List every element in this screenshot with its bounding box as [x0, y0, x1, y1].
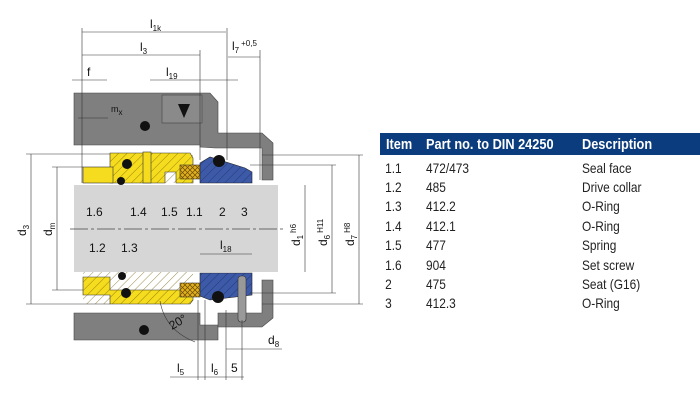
seat [199, 156, 253, 323]
shaft [74, 185, 278, 272]
dim-5: 5 [231, 361, 238, 375]
dim-l1k: l1k [150, 17, 162, 33]
item-cell: 1.3 [385, 198, 402, 215]
parts-table: Item Part no. to DIN 24250 Description 1… [380, 133, 700, 313]
description-cell: Seal face [582, 159, 632, 176]
callout: 2 [219, 205, 226, 219]
table-row: 1.5 477 Spring [380, 236, 700, 255]
dim-d6: d6H11 [316, 218, 332, 246]
part-no-cell: 904 [426, 256, 446, 273]
dim-l6: l6 [211, 361, 219, 377]
part-no-cell: 485 [426, 179, 446, 196]
dim-l18: l18 [220, 238, 232, 254]
item-cell: 1.6 [385, 256, 402, 273]
item-cell: 3 [385, 295, 392, 312]
description-cell: Spring [582, 237, 617, 254]
dim-l19: l19 [166, 65, 178, 81]
callout: 1.2 [89, 241, 106, 255]
dim-d1: d1h6 [289, 223, 305, 246]
dim-d7: d7H8 [343, 222, 359, 246]
o-rings [117, 121, 225, 335]
callout: 1.4 [130, 205, 147, 219]
part-no-cell: 472/473 [426, 159, 470, 176]
item-cell: 2 [385, 276, 392, 293]
table-row: 1.4 412.1 O-Ring [380, 216, 700, 235]
item-cell: 1.2 [385, 179, 402, 196]
table-row: 1.3 412.2 O-Ring [380, 197, 700, 216]
dim-dm: dm [41, 222, 57, 236]
table-header: Item Part no. to DIN 24250 Description [380, 133, 700, 155]
callout: 1.1 [186, 205, 203, 219]
description-cell: O-Ring [582, 198, 620, 215]
part-no-cell: 412.3 [426, 295, 456, 312]
part-no-cell: 475 [426, 276, 446, 293]
item-cell: 1.5 [385, 237, 402, 254]
dim-l3: l3 [140, 40, 148, 56]
table-row: 3 412.3 O-Ring [380, 294, 700, 313]
part-no-cell: 477 [426, 237, 446, 254]
table-row: 1.1 472/473 Seal face [380, 158, 700, 177]
callout: 1.5 [161, 205, 178, 219]
dim-l7: l7+0,5 [232, 39, 257, 55]
flow-arrow-icon [178, 104, 190, 118]
dim-l5: l5 [177, 361, 185, 377]
seal-cross-section-drawing: l1k l3 l7+0,5 l19 f mx d3 dm d1h6 d6H11 … [15, 17, 363, 380]
table-row: 1.6 904 Set screw [380, 255, 700, 274]
description-cell: Drive collar [582, 179, 642, 196]
description-cell: O-Ring [582, 295, 620, 312]
dim-d3: d3 [15, 224, 31, 236]
callout: 1.6 [86, 205, 103, 219]
header-item: Item [386, 135, 413, 153]
item-cell: 1.1 [385, 159, 402, 176]
part-no-cell: 412.2 [426, 198, 456, 215]
table-row: 1.2 485 Drive collar [380, 177, 700, 196]
table-row: 2 475 Seat (G16) [380, 274, 700, 293]
callout: 1.3 [121, 241, 138, 255]
description-cell: Seat (G16) [582, 276, 641, 293]
description-cell: O-Ring [582, 217, 620, 234]
item-cell: 1.4 [385, 217, 402, 234]
pin [237, 275, 247, 323]
drive-collar [82, 151, 201, 305]
dim-f: f [87, 65, 91, 79]
part-no-cell: 412.1 [426, 217, 456, 234]
dim-d8: d8 [268, 333, 280, 349]
callout: 3 [241, 205, 248, 219]
header-description: Description [582, 135, 653, 153]
dim-mx: mx [111, 104, 123, 117]
description-cell: Set screw [582, 256, 635, 273]
header-part-no: Part no. to DIN 24250 [426, 135, 554, 153]
